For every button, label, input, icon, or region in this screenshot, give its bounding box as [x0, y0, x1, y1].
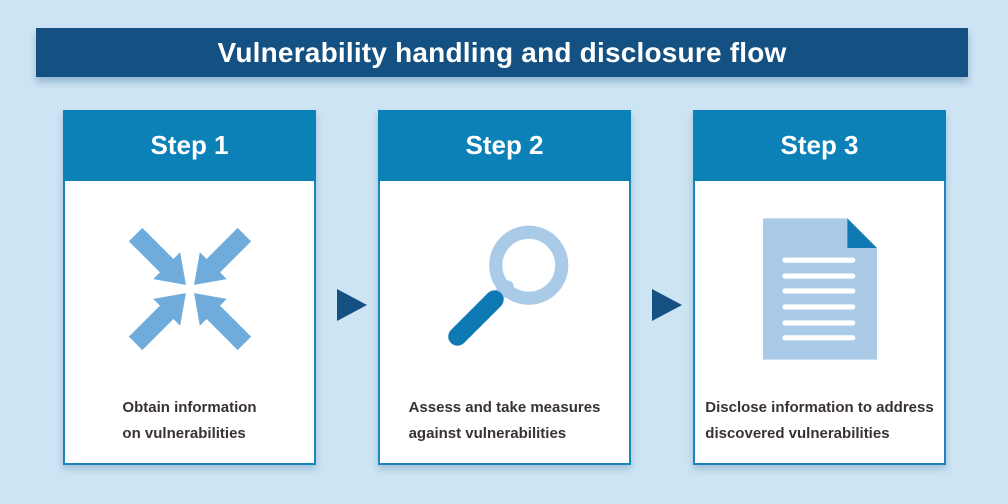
step-1-box: Step 1 Obtain inf: [63, 110, 316, 465]
step-3-icon-area: [695, 181, 944, 397]
step-1-caption-line-1: Obtain information: [122, 399, 257, 416]
step-3-box: Step 3 Disclose information to address d…: [693, 110, 946, 465]
title-banner: Vulnerability handling and disclosure fl…: [36, 28, 968, 77]
step-1-icon-area: [65, 181, 314, 397]
step-2-header: Step 2: [378, 110, 631, 181]
flow-arrow-icon: [337, 289, 367, 321]
step-3-caption: Disclose information to address discover…: [695, 395, 944, 447]
step-3-caption-line-1: Disclose information to address: [705, 399, 934, 416]
document-icon: [762, 218, 877, 360]
step-2-caption: Assess and take measures against vulnera…: [380, 395, 629, 447]
step-2-caption-line-1: Assess and take measures: [408, 399, 601, 416]
flow-arrow-icon: [652, 289, 682, 321]
step-2-icon-area: [380, 181, 629, 397]
step-1-caption: Obtain information on vulnerabilities: [65, 395, 314, 447]
magnifying-glass-icon: [447, 225, 568, 346]
step-3-label: Step 3: [780, 130, 859, 160]
step-2-box: Step 2 Assess and take measures against …: [378, 110, 631, 465]
step-1-caption-line-2: on vulnerabilities: [122, 425, 246, 442]
step-1-header: Step 1: [63, 110, 316, 181]
page-title: Vulnerability handling and disclosure fl…: [217, 36, 787, 68]
converging-arrows-icon: [128, 227, 251, 351]
step-2-caption-line-2: against vulnerabilities: [408, 425, 567, 442]
step-3-caption-line-2: discovered vulnerabilities: [705, 425, 890, 442]
step-1-label: Step 1: [150, 130, 229, 160]
step-2-label: Step 2: [465, 130, 544, 160]
step-3-header: Step 3: [693, 110, 946, 181]
